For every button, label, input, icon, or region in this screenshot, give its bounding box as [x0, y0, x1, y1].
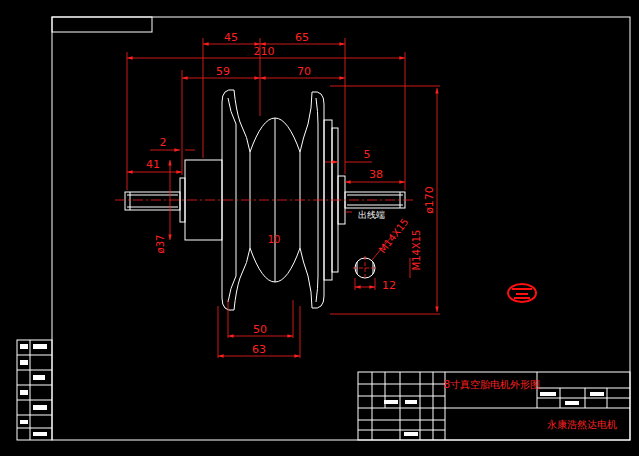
dimension-label: M14X15 — [412, 229, 422, 272]
dimension-label: 50 — [252, 324, 268, 335]
dimension-label: 70 — [296, 66, 312, 77]
dimension-label: 38 — [368, 169, 384, 180]
dimension-label: 永康浩然达电机 — [546, 420, 618, 430]
dimension-label: 41 — [145, 159, 161, 170]
dimension-label: M14X15 — [377, 216, 411, 256]
dimension-label: ø170 — [424, 185, 435, 215]
dimension-label: 59 — [215, 66, 231, 77]
dimension-label: 210 — [253, 46, 276, 57]
dimension-label: 65 — [294, 32, 310, 43]
dimension-label: 10 — [267, 235, 282, 245]
dimension-label: 5 — [363, 149, 372, 160]
dimension-label: 45 — [223, 32, 239, 43]
dimension-label: 2 — [159, 137, 168, 148]
drawing-title: 8寸真空胎电机外形图 — [443, 380, 541, 390]
dimension-label: 12 — [381, 280, 397, 291]
dimension-label: 63 — [251, 344, 267, 355]
dimension-label: 出线端 — [357, 211, 386, 220]
dimension-label: ø37 — [156, 234, 166, 255]
